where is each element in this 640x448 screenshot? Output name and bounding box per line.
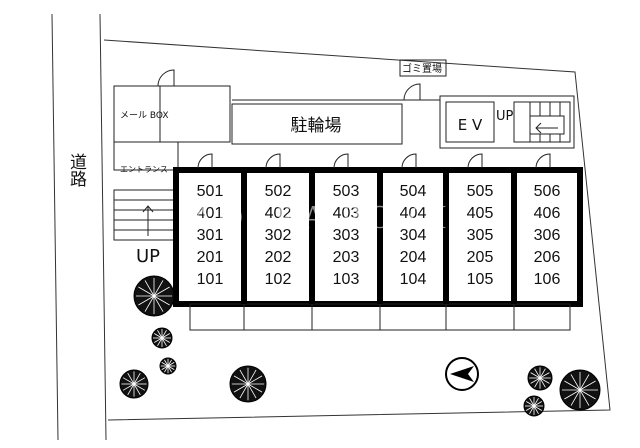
unit-number: 405	[467, 205, 494, 222]
watermark: AOI RA RO CI	[190, 199, 451, 236]
units-layer: 501 401 301 201 101 502 402 302 202 102 503 403 303 2…	[197, 170, 561, 330]
unit-number: 304	[400, 227, 427, 244]
unit-number: 301	[197, 227, 224, 244]
unit-number: 201	[197, 249, 224, 266]
unit-number: 203	[333, 249, 360, 266]
unit-number: 306	[534, 227, 561, 244]
door-icon	[467, 153, 483, 169]
trees-layer	[119, 275, 601, 417]
door-icon	[401, 153, 417, 169]
bicycle-parking-label: 駐輪場	[291, 116, 342, 136]
tree-icon	[133, 275, 175, 317]
unit-number: 204	[400, 249, 427, 266]
door-icon	[197, 153, 213, 169]
unit-number: 503	[333, 183, 360, 200]
compass-icon	[445, 357, 479, 391]
stairs-icon	[113, 189, 177, 241]
bicycle-parking-area	[231, 103, 403, 145]
unit-number: 205	[467, 249, 494, 266]
stair-up-label-left: UP	[136, 246, 160, 267]
door-icon	[535, 153, 551, 169]
mailbox-label: メール BOX	[120, 111, 169, 121]
tree-icon	[523, 395, 545, 417]
door-icon	[265, 153, 281, 169]
unit-number: 406	[534, 205, 561, 222]
elevator-shaft	[445, 101, 495, 143]
garbage-area	[399, 59, 447, 77]
door-icon	[157, 69, 175, 87]
site-boundary	[103, 39, 611, 421]
unit-number: 106	[534, 271, 561, 288]
unit-number: 206	[534, 249, 561, 266]
entrance-label: エントランス	[120, 165, 168, 174]
unit-number: 101	[197, 271, 224, 288]
entrance-area	[113, 141, 179, 171]
unit-number: 302	[265, 227, 292, 244]
tree-icon	[151, 327, 173, 349]
unit-number: 505	[467, 183, 494, 200]
unit-number: 105	[467, 271, 494, 288]
garbage-area-label: ゴミ置場	[402, 62, 442, 75]
door-icon	[333, 153, 349, 169]
tree-icon	[559, 369, 601, 411]
unit-number: 202	[265, 249, 292, 266]
road-line-right	[99, 13, 107, 441]
unit-number: 402	[265, 205, 292, 222]
tree-icon	[159, 357, 177, 375]
tree-icon	[119, 369, 149, 399]
unit-number: 404	[400, 205, 427, 222]
road-label: 道路	[66, 153, 87, 187]
core-area	[439, 95, 575, 149]
unit-number: 502	[265, 183, 292, 200]
unit-number: 103	[333, 271, 360, 288]
stairs-icon	[513, 101, 571, 143]
elevator-label: E V	[458, 116, 483, 134]
tree-icon	[527, 365, 553, 391]
unit-number: 401	[197, 205, 224, 222]
unit-number: 504	[400, 183, 427, 200]
unit-number: 305	[467, 227, 494, 244]
unit-number: 506	[534, 183, 561, 200]
unit-number: 102	[265, 271, 292, 288]
road-line-left	[51, 13, 59, 441]
doors-layer	[197, 153, 551, 169]
unit-number: 104	[400, 271, 427, 288]
unit-number: 501	[197, 183, 224, 200]
stair-up-label-right: UP	[496, 109, 514, 124]
unit-number: 403	[333, 205, 360, 222]
unit-number: 303	[333, 227, 360, 244]
door-icon	[403, 83, 421, 101]
tree-icon	[229, 365, 267, 403]
